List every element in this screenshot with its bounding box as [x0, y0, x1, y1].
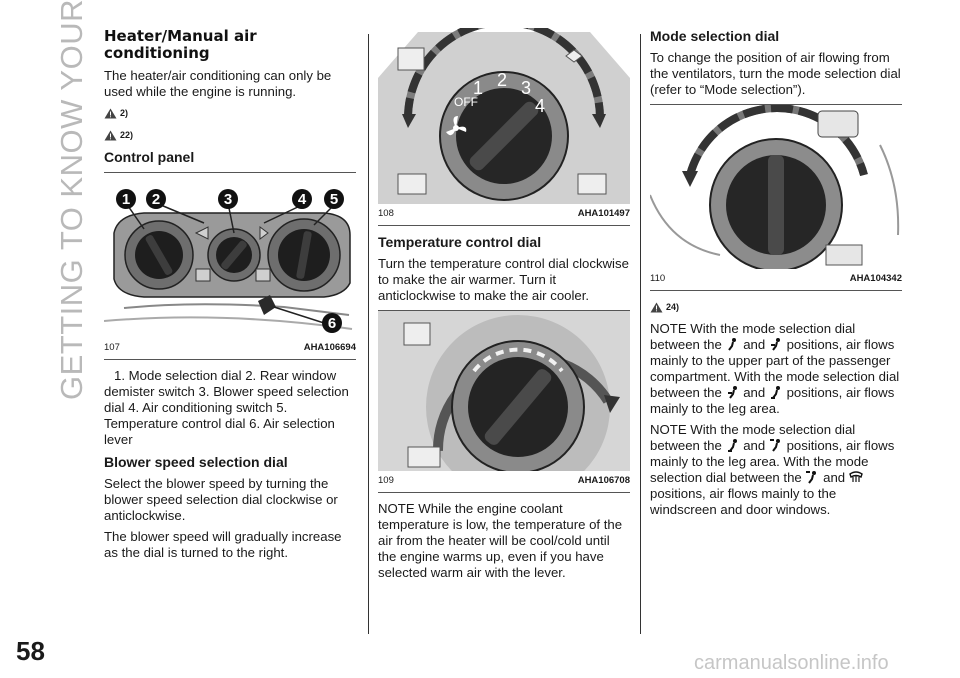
fresh-air-icon: [577, 173, 607, 195]
floor-vent-icon: [727, 439, 737, 452]
mode-dial-illustration: [650, 105, 902, 269]
blower-paragraph-1: Select the blower speed by turning the b…: [104, 476, 338, 523]
callout-6: 6: [328, 315, 336, 332]
figure-caption: 110 AHA104342: [650, 269, 902, 290]
note-text: and: [743, 337, 766, 352]
column-divider-2: [640, 34, 641, 634]
page-number: 58: [16, 636, 45, 666]
callout-3: 3: [224, 191, 232, 208]
dial-label-4: 4: [535, 96, 545, 116]
note-text: NOTE With the mode selection dial betwee…: [650, 422, 856, 453]
fresh-air-icon: [825, 244, 863, 266]
figure-107: 1 2 3 4 5 6 107 AHA106694: [104, 172, 356, 360]
bi-level-vent-icon: [727, 386, 737, 399]
figure-number: 110: [650, 273, 666, 284]
warning-ref-2: 22): [104, 127, 356, 143]
watermark: carmanualsonline.info: [694, 652, 889, 674]
note-text: NOTE With the mode selection dial betwee…: [650, 321, 856, 352]
dial-label-3: 3: [521, 78, 531, 98]
figure-code: AHA101497: [577, 208, 630, 219]
figure-code: AHA106694: [303, 342, 356, 353]
figure-caption: 109 AHA106708: [378, 471, 630, 492]
blower-paragraph-2: The blower speed will gradually increase…: [104, 529, 342, 560]
blower-heading: Blower speed selection dial: [104, 454, 288, 470]
ac-snowflake-icon: [403, 322, 431, 346]
column-2: OFF 1 2 3 4 108 AHA101497 Temperature co…: [378, 28, 630, 586]
intro-paragraph: The heater/air conditioning can only be …: [104, 68, 332, 99]
note-text: positions, air flows mainly to the leg a…: [650, 438, 895, 485]
column-divider-1: [368, 34, 369, 634]
warning-ref-label: 2): [120, 108, 129, 118]
recirculation-icon: [407, 446, 441, 468]
floor-defrost-vent-icon: [806, 471, 817, 484]
figure-code: AHA106708: [577, 475, 630, 486]
figure-number: 108: [378, 208, 394, 219]
note-text: and: [823, 470, 846, 485]
control-panel-illustration: 1 2 3 4 5 6: [104, 189, 353, 333]
windscreen-defrost-icon: [848, 471, 863, 482]
callout-1: 1: [122, 191, 130, 208]
note-text: positions, air flows mainly to the leg a…: [650, 385, 895, 416]
warning-ref-label: 22): [120, 130, 134, 140]
note-text: and: [743, 438, 766, 453]
figure-108: OFF 1 2 3 4 108 AHA101497: [378, 28, 630, 226]
callout-2: 2: [152, 191, 160, 208]
temperature-heading: Temperature control dial: [378, 234, 542, 250]
ac-snowflake-icon: [565, 49, 583, 63]
mode-paragraph: To change the position of air flowing fr…: [650, 50, 901, 97]
caution-icon: [104, 130, 117, 140]
figure-number: 107: [104, 342, 120, 353]
dial-label-1: 1: [473, 78, 483, 98]
note-text: positions, air flows mainly to the upper…: [650, 337, 900, 400]
mode-heading: Mode selection dial: [650, 28, 780, 44]
figure-caption: 108 AHA101497: [378, 204, 630, 225]
dial-label-2: 2: [497, 70, 507, 90]
face-vent-icon: [727, 338, 736, 351]
figure-110: 110 AHA104342: [650, 104, 902, 291]
warning-ref-1: 2): [104, 105, 356, 121]
warning-triangle-icon: [104, 108, 117, 118]
caution-icon: [650, 302, 663, 312]
figure-109: 109 AHA106708: [378, 310, 630, 493]
warning-ref-label: 24): [666, 302, 680, 312]
note-text: positions, air flows mainly to the winds…: [650, 486, 837, 517]
mode-note-2: NOTE With the mode selection dial betwee…: [650, 422, 902, 518]
column-1: Heater/Manual air conditioning The heate…: [104, 28, 356, 566]
section-title: Heater/Manual air conditioning: [104, 27, 257, 62]
callout-5: 5: [330, 191, 338, 208]
column-3: Mode selection dial To change the positi…: [650, 28, 902, 523]
control-panel-heading: Control panel: [104, 149, 195, 165]
figure-number: 109: [378, 475, 394, 486]
mode-note-1: NOTE With the mode selection dial betwee…: [650, 321, 902, 417]
figure-code: AHA104342: [849, 273, 902, 284]
recirculation-icon: [397, 173, 427, 195]
warning-ref-3: 24): [650, 299, 902, 315]
rear-demister-icon: [817, 110, 859, 138]
note-text: and: [743, 385, 766, 400]
temperature-dial-illustration: [378, 311, 630, 471]
fan-icon: [446, 116, 467, 136]
temperature-paragraph: Turn the temperature control dial clockw…: [378, 256, 629, 303]
floor-vent-icon: [770, 386, 780, 399]
figure-legend: 1. Mode selection dial 2. Rear window de…: [104, 368, 349, 447]
sidebar-section-title: GETTING TO KNOW YOUR VEHICLE: [54, 0, 89, 400]
blower-dial-illustration: OFF 1 2 3 4: [378, 28, 630, 204]
bi-level-vent-icon: [770, 338, 780, 351]
temperature-note: NOTE While the engine coolant temperatur…: [378, 501, 623, 580]
figure-caption: 107 AHA106694: [104, 338, 356, 359]
dial-label-off: OFF: [454, 95, 478, 109]
rear-demister-icon: [397, 47, 425, 71]
callout-4: 4: [298, 191, 307, 208]
floor-defrost-vent-icon: [769, 439, 780, 452]
